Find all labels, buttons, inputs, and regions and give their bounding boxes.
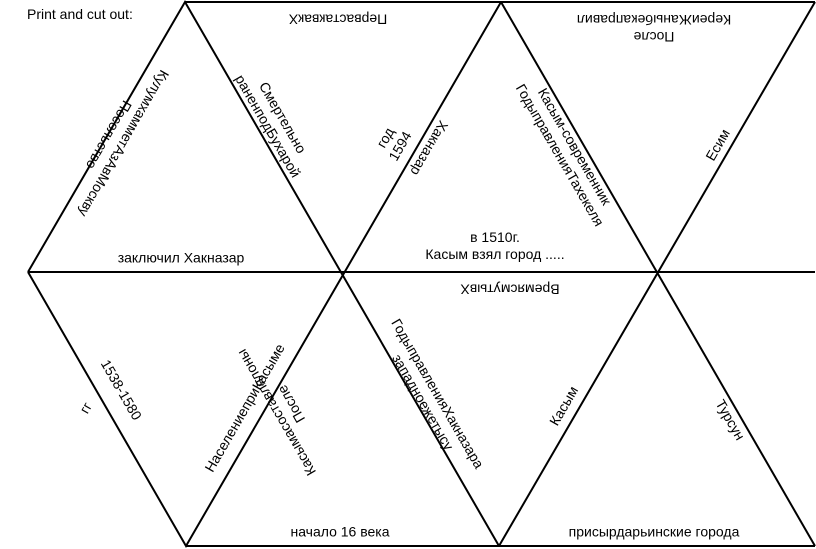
cell-t4-top: После КереиЖаныбекаправил — [576, 12, 732, 45]
cell-t7-bottom: присырдарьинские города — [568, 523, 740, 540]
cell-t3-bottom: в 1510г. Касым взял город ..... — [425, 229, 565, 262]
cell-t6-top: ВремясмутывХ — [460, 281, 560, 298]
cell-t6-bottom: начало 16 века — [290, 523, 390, 540]
grid-diagonal-4 — [498, 1, 816, 547]
grid-diagonal-2 — [27, 1, 502, 548]
cell-t2-top: ПервастаквакХ — [288, 11, 388, 28]
grid-diagonal-1 — [27, 0, 500, 547]
cell-t1-bottom: заключил Хакназар — [117, 249, 245, 266]
page-title: Print and cut out: — [27, 6, 133, 22]
